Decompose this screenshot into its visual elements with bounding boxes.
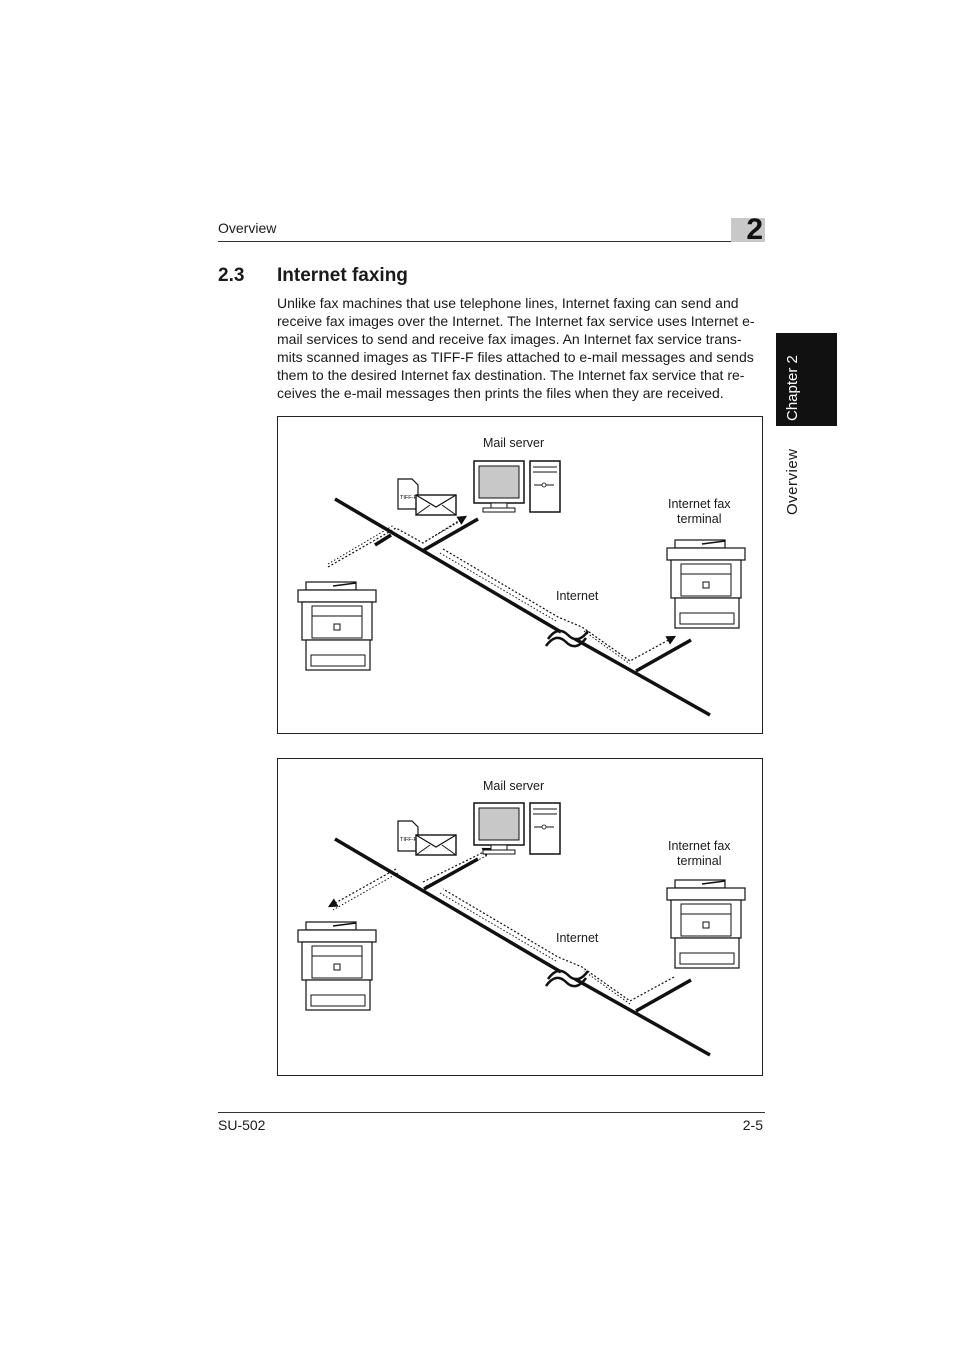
diagram-sending: TIFF-F: [277, 416, 763, 734]
body-line: mail services to send and receive fax im…: [277, 331, 742, 347]
section-number: 2.3: [218, 265, 245, 286]
mail-server-icon: [473, 460, 561, 513]
fax-terminal-label: Internet fax terminal: [668, 839, 731, 868]
chapter-number: 2: [746, 213, 763, 246]
receiver-branch-line: [635, 978, 692, 1013]
tiff-label: TIFF-F: [400, 495, 417, 501]
side-tab-section-label: Overview: [784, 448, 801, 515]
section-title: 2.3 Internet faxing: [218, 265, 408, 287]
tiff-email-icon: TIFF-F: [397, 478, 457, 516]
footer-page-number: 2-5: [742, 1117, 763, 1133]
internet-line: [334, 837, 562, 974]
receiver-fax-icon: [666, 539, 746, 629]
network-diagram-sending: TIFF-F: [297, 460, 746, 717]
header-rule: [218, 241, 765, 242]
side-tab-chapter-label: Chapter 2: [784, 355, 801, 421]
mail-server-label: Mail server: [483, 436, 545, 450]
footer-rule: [218, 1112, 765, 1113]
receiving-fax-icon: [297, 921, 377, 1011]
footer-model: SU-502: [218, 1117, 266, 1133]
chapter-side-tab: Chapter 2: [776, 333, 837, 426]
mail-server-label: Mail server: [483, 779, 545, 793]
sender-fax-icon: [297, 581, 377, 671]
tiff-label: TIFF-F: [400, 837, 417, 843]
internet-label: Internet: [556, 931, 599, 945]
internet-label: Internet: [556, 589, 599, 603]
mail-server-icon: [473, 802, 561, 855]
body-line: them to the desired Internet fax destina…: [277, 367, 745, 383]
network-diagram-receiving: TIFF-F: [297, 802, 746, 1057]
receiver-branch-line: [635, 638, 692, 673]
diagram-receiving: TIFF-F: [277, 758, 763, 1076]
fax-terminal-label: Internet fax terminal: [668, 497, 731, 526]
server-branch-line: [423, 517, 479, 552]
sender-branch-line: [374, 533, 392, 547]
sending-fax-icon: [666, 879, 746, 969]
body-line: ceives the e-mail messages then prints t…: [277, 385, 724, 401]
section-title-text: Internet faxing: [277, 265, 408, 286]
body-line: Unlike fax machines that use telephone l…: [277, 295, 739, 311]
line-break-icon: [546, 629, 590, 641]
body-line: mits scanned images as TIFF-F files atta…: [277, 349, 754, 365]
line-break-icon: [546, 969, 590, 981]
signal-path: [327, 868, 397, 908]
server-branch-line: [423, 857, 479, 891]
running-header: Overview: [218, 220, 277, 236]
chapter-number-box: 2: [731, 213, 765, 246]
body-line: receive fax images over the Internet. Th…: [277, 313, 755, 329]
internet-line: [334, 497, 562, 634]
body-paragraph: Unlike fax machines that use telephone l…: [277, 294, 767, 402]
signal-path: [327, 515, 468, 568]
tiff-email-icon: TIFF-F: [397, 820, 457, 856]
